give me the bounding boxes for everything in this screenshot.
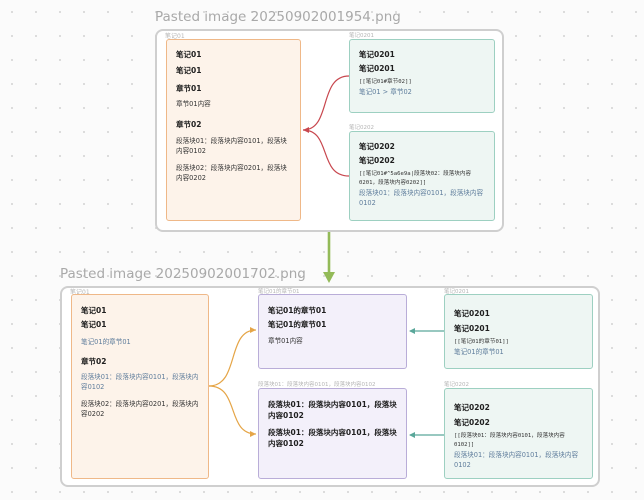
bottom-note0202-card[interactable]: 笔记0202 笔记0202 [[段落块01：段落块内容0101，段落块内容010… [444,388,593,479]
paragraph-block: 段落块01：段落块内容0101，段落块内容0102 [176,137,287,155]
top-image-title: Pasted image 20250902001954.png [155,9,401,25]
bottom-note01-card[interactable]: 笔记01 笔记01 笔记01的章节01 章节02 段落块01：段落块内容0101… [71,294,209,479]
note-heading: 段落块01：段落块内容0101，段落块内容0102 [268,400,397,420]
bottom-card-label-0202: 笔记0202 [444,382,469,388]
note-heading: 笔记0202 [454,418,490,427]
bottom-arrowhead-0201 [409,328,415,334]
embed-link[interactable]: 段落块01：段落块内容0101，段落块内容0102 [81,373,199,391]
note-heading: 笔记0201 [359,50,395,59]
wikilink-code: [[笔记01的章节01]] [454,339,509,345]
section-heading: 章节01 [176,84,202,93]
note-heading: 笔记01的章节01 [268,306,327,315]
note-heading: 笔记0201 [454,309,490,318]
top-note0201-card[interactable]: 笔记0201 笔记0201 [[笔记01#章节02]] 笔记01 > 章节02 [349,39,495,113]
section-text: 章节01内容 [176,100,211,108]
embed-link[interactable]: 笔记01 > 章节02 [359,88,412,96]
bottom-image-title: Pasted image 20250902001702.png [60,266,306,282]
bottom-card-label-para: 段落块01：段落块内容0101，段落块内容0102 [258,382,376,388]
note-heading: 段落块01：段落块内容0101，段落块内容0102 [268,428,397,448]
paragraph-block: 段落块02：段落块内容0201，段落块内容0202 [81,400,199,418]
note-heading: 笔记0202 [454,403,490,412]
top-edge-0201-to-note01[interactable] [302,75,350,131]
top-arrowhead [303,127,309,133]
bottom-arrowhead-section [250,327,256,333]
note-heading: 笔记0201 [454,324,490,333]
embed-link[interactable]: 笔记01的章节01 [81,338,131,346]
bottom-arrowhead-0202 [409,432,415,438]
note-heading: 笔记01 [176,50,202,59]
note-heading: 笔记01 [176,66,202,75]
top-note0202-card[interactable]: 笔记0202 笔记0202 [[笔记01#^5a6e9a|段落块02：段落块内容… [349,131,495,221]
bottom-arrowhead-para [250,431,256,437]
note-heading: 笔记01的章节01 [268,320,327,329]
embed-link[interactable]: 段落块01：段落块内容0101，段落块内容0102 [454,451,579,469]
note-heading: 笔记0202 [359,142,395,151]
top-edge-0202-to-note01[interactable] [302,129,350,177]
transition-arrowhead [323,272,335,283]
wikilink-code: [[段落块01：段落块内容0101，段落块内容0102]] [454,433,565,448]
bottom-card-label-section: 笔记01的章节01 [258,289,300,295]
note-heading: 笔记0202 [359,156,395,165]
note-heading: 笔记01 [81,306,107,315]
top-card-label-0201: 笔记0201 [349,33,374,39]
section-heading: 章节02 [176,120,202,129]
bottom-edge-note01-to-para[interactable] [208,385,257,435]
section-text: 章节01内容 [268,337,303,345]
embed-link[interactable]: 笔记01的章节01 [454,348,504,356]
wikilink-code: [[笔记01#章节02]] [359,79,412,85]
top-note01-card[interactable]: 笔记01 笔记01 章节01 章节01内容 章节02 段落块01：段落块内容01… [166,39,301,221]
top-group-label: 笔记01 [165,33,185,40]
wikilink-code: [[笔记01#^5a6e9a|段落块02：段落块内容0201，段落块内容0202… [359,171,472,186]
bottom-edge-note01-to-section[interactable] [208,329,257,387]
note-heading: 笔记0201 [359,64,395,73]
embed-link[interactable]: 段落块01：段落块内容0101，段落块内容0102 [359,189,484,207]
bottom-para-card[interactable]: 段落块01：段落块内容0101，段落块内容0102 段落块01：段落块内容010… [258,388,407,479]
note-heading: 笔记01 [81,320,107,329]
bottom-group-label: 笔记01 [70,289,90,296]
bottom-section-card[interactable]: 笔记01的章节01 笔记01的章节01 章节01内容 [258,294,407,369]
paragraph-block: 段落块02：段落块内容0201，段落块内容0202 [176,164,287,182]
bottom-note0201-card[interactable]: 笔记0201 笔记0201 [[笔记01的章节01]] 笔记01的章节01 [444,294,593,369]
bottom-card-label-0201: 笔记0201 [444,289,469,295]
section-heading: 章节02 [81,357,107,366]
top-card-label-0202: 笔记0202 [349,125,374,131]
